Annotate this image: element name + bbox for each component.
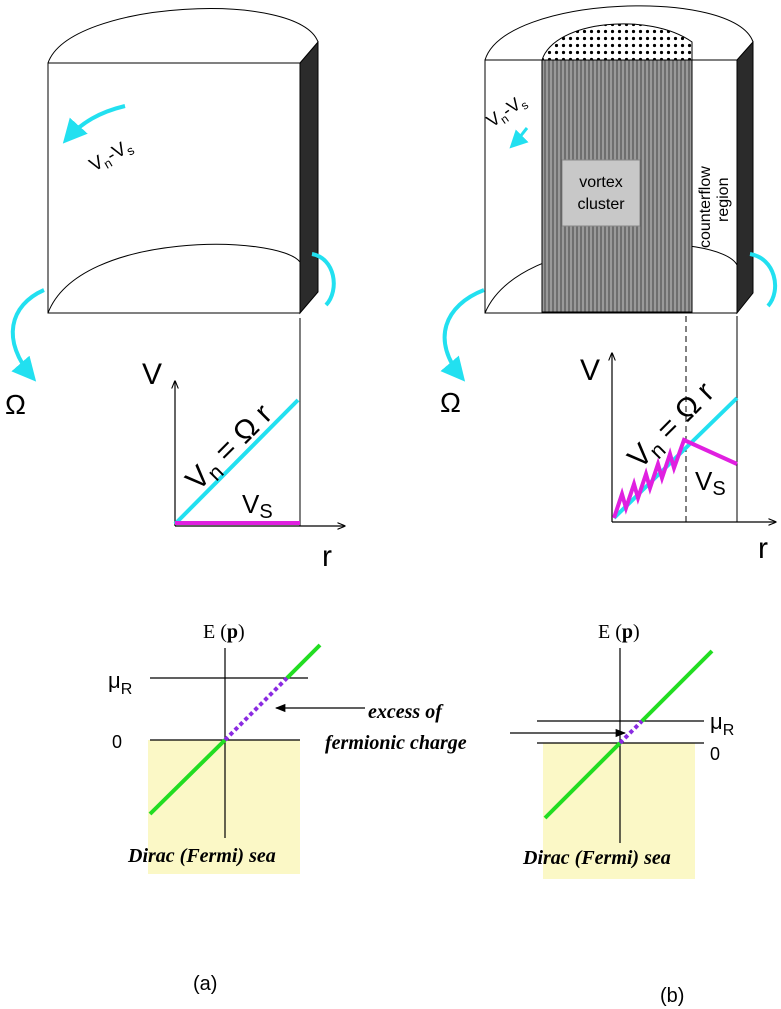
rotation-arrow-a-left — [10, 288, 45, 382]
caption-b: (b) — [660, 985, 684, 1007]
vn-line-a — [173, 398, 300, 526]
rotation-arrow-a-right — [311, 252, 336, 307]
excess-annotation-2: fermionic charge — [325, 732, 467, 754]
graph-a-axis-v: V — [142, 358, 162, 391]
cylinder-a-right-side — [299, 40, 319, 315]
energy-b-mu-label: μR — [710, 709, 734, 739]
flow-arrow-a — [62, 104, 126, 144]
graph-b-axis-v: V — [580, 354, 600, 387]
energy-b-axis-label: E (p) — [598, 621, 640, 643]
cylinder-b-top-rim — [484, 5, 754, 61]
dispersion-b-lower — [543, 741, 622, 820]
graph-a-axis-r: r — [322, 540, 332, 573]
excess-annotation-1: excess of — [368, 701, 444, 723]
energy-b-zero-label: 0 — [710, 744, 720, 764]
counterflow-label-2: region — [715, 178, 732, 222]
vs-sawtooth-b — [612, 437, 738, 519]
cylinder-a-front-face — [47, 62, 301, 314]
dispersion-b-excess — [618, 719, 644, 745]
energy-a-axis-label: E (p) — [203, 621, 245, 643]
dispersion-a-upper — [285, 643, 322, 680]
vortex-cluster-label-1: vortex — [579, 174, 623, 191]
vortex-cluster-label-box — [561, 159, 641, 227]
cylinder-b-right-side — [736, 40, 754, 315]
caption-a: (a) — [193, 973, 217, 995]
vortex-cluster: vortex cluster — [541, 23, 693, 313]
omega-label-a: Ω — [5, 389, 26, 420]
vs-label-b: VS — [695, 466, 726, 500]
omega-label-b: Ω — [440, 387, 461, 418]
energy-a-mu-label: μR — [108, 668, 132, 698]
dirac-sea-b-label: Dirac (Fermi) sea — [522, 847, 671, 869]
dispersion-a-excess — [223, 676, 289, 742]
dirac-sea-a-label: Dirac (Fermi) sea — [127, 845, 276, 867]
cylinder-a — [47, 8, 319, 315]
flow-arrow-b — [509, 127, 529, 149]
graph-b-axis-r: r — [758, 532, 768, 565]
cylinder-a-top-rim — [47, 8, 319, 64]
cylinder-a-bottom-rim — [47, 243, 301, 314]
rotation-arrow-b-right — [749, 252, 778, 308]
dispersion-b-upper — [640, 649, 714, 723]
vortex-cluster-label-2: cluster — [577, 196, 625, 213]
vn-label-a: Vn = Ω r — [180, 398, 282, 500]
rotation-arrow-b-left — [440, 288, 485, 382]
dirac-sea-b — [543, 743, 695, 879]
dirac-sea-a — [148, 740, 300, 874]
counterflow-label-1: counterflow — [697, 166, 714, 248]
energy-a-zero-label: 0 — [112, 732, 122, 752]
dispersion-a-lower — [148, 738, 227, 816]
vs-label-a: VS — [242, 489, 273, 523]
